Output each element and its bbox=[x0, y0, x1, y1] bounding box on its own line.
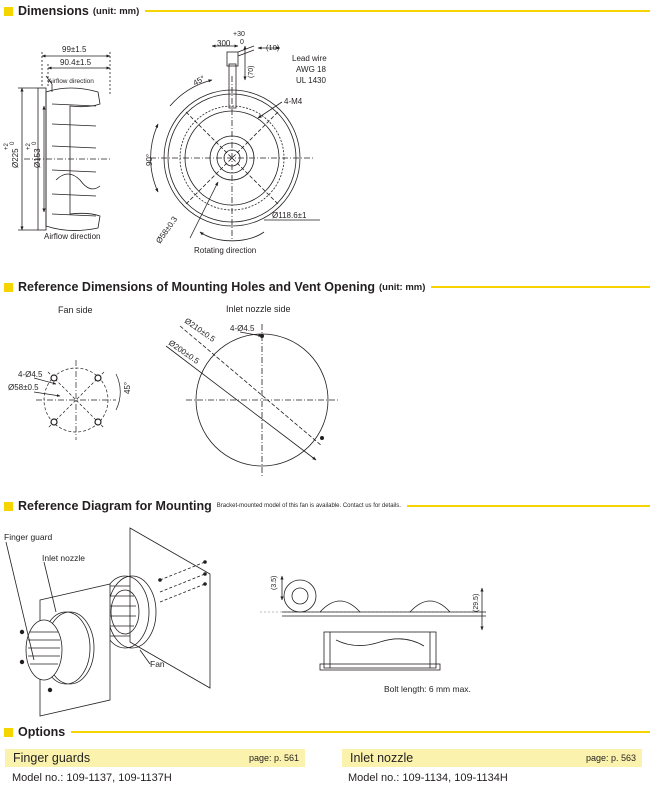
section-marker-square bbox=[4, 282, 13, 292]
lead-10-label: (10) bbox=[266, 43, 280, 52]
section-header-reference-holes: Reference Dimensions of Mounting Holes a… bbox=[4, 278, 650, 296]
option-finger-guards[interactable]: Finger guards page: p. 561 bbox=[5, 749, 305, 767]
section-header-options: Options bbox=[4, 723, 650, 741]
lead-wire-label-3: UL 1430 bbox=[296, 76, 327, 85]
fan-angle-label: 45° bbox=[123, 382, 132, 394]
fan-side-label: Fan side bbox=[58, 305, 93, 315]
option-title: Finger guards bbox=[13, 751, 91, 765]
rotating-direction-label: Rotating direction bbox=[194, 246, 256, 255]
technical-drawings: 99±1.5 90.4±1.5 Airflow direction Ø225 +… bbox=[4, 31, 486, 717]
outer-tolerance-plus: +2 bbox=[4, 142, 10, 150]
section-marker-square bbox=[4, 501, 13, 511]
section-title: Dimensions bbox=[18, 4, 89, 18]
bolt-length-label: Bolt length: 6 mm max. bbox=[384, 684, 471, 694]
section-title: Reference Diagram for Mounting bbox=[18, 499, 212, 513]
holes-4m4-label: 4-M4 bbox=[284, 97, 303, 106]
inner-diameter-label: Ø153 bbox=[33, 148, 42, 168]
dim-295-label: (29.5) bbox=[473, 594, 480, 612]
width-body-label: 90.4±1.5 bbox=[60, 58, 92, 67]
outer-tolerance-minus: 0 bbox=[10, 141, 16, 145]
fan-front-view bbox=[150, 44, 320, 242]
inner-tolerance-minus: 0 bbox=[32, 141, 38, 145]
inlet-nozzle-label: Inlet nozzle bbox=[42, 553, 85, 563]
lead-70-label: (70) bbox=[248, 66, 255, 78]
airflow-direction-bottom-label: Airflow direction bbox=[44, 232, 100, 241]
finger-guard-label: Finger guard bbox=[4, 532, 52, 542]
option-page-reference[interactable]: page: p. 563 bbox=[585, 753, 636, 763]
section-rule bbox=[71, 731, 650, 733]
inner-tolerance-plus: +2 bbox=[26, 142, 32, 150]
section-unit: (unit: mm) bbox=[92, 5, 140, 17]
lead-300-label: 300 bbox=[217, 39, 231, 48]
section-title: Options bbox=[18, 725, 66, 739]
dia-58-label: Ø58±0.3 bbox=[154, 214, 179, 245]
inlet-holes-label: 4-Ø4.5 bbox=[230, 324, 255, 333]
option-title: Inlet nozzle bbox=[350, 751, 414, 765]
inlet-nozzle-hole-pattern bbox=[165, 324, 338, 476]
section-marker-square bbox=[4, 6, 13, 16]
fan-side-holes bbox=[50, 374, 102, 426]
section-header-reference-mounting: Reference Diagram for Mounting Bracket-m… bbox=[4, 497, 650, 515]
option-inlet-nozzle[interactable]: Inlet nozzle page: p. 563 bbox=[342, 749, 642, 767]
angle-45-label: 45° bbox=[192, 74, 207, 88]
width-overall-label: 99±1.5 bbox=[62, 45, 87, 54]
mounting-cross-section bbox=[260, 575, 486, 671]
inlet-side-label: Inlet nozzle side bbox=[226, 304, 291, 314]
fan-dia-label: Ø58±0.5 bbox=[8, 383, 39, 392]
section-rule bbox=[431, 286, 650, 288]
lead-wire-label-1: Lead wire bbox=[292, 54, 327, 63]
fan-side-hole-pattern bbox=[33, 360, 121, 440]
outer-diameter-label: Ø225 bbox=[11, 148, 20, 168]
section-title: Reference Dimensions of Mounting Holes a… bbox=[18, 280, 375, 294]
fan-label: Fan bbox=[150, 659, 165, 669]
section-note: Bracket-mounted model of this fan is ava… bbox=[216, 503, 401, 509]
dim-35-label: (3.5) bbox=[271, 576, 278, 590]
inlet-dia-210-label: Ø210±0.5 bbox=[183, 316, 217, 344]
fan-side-view bbox=[18, 52, 112, 231]
option-page-reference[interactable]: page: p. 561 bbox=[248, 753, 299, 763]
section-header-dimensions: Dimensions (unit: mm) bbox=[4, 2, 650, 20]
dia-118-label: Ø118.6±1 bbox=[272, 211, 307, 220]
option-model-number: Model no.: 109-1134, 109-1134H bbox=[348, 772, 508, 784]
inlet-dia-200-label: Ø200±0.5 bbox=[167, 338, 201, 366]
section-unit: (unit: mm) bbox=[378, 281, 426, 293]
mounting-screws bbox=[19, 560, 207, 693]
angle-90-label: 90° bbox=[145, 154, 154, 166]
lead-tolerance-minus: 0 bbox=[240, 39, 244, 46]
section-rule bbox=[406, 505, 650, 507]
lead-wire-label-2: AWG 18 bbox=[296, 65, 326, 74]
lead-tolerance-plus: +30 bbox=[233, 31, 245, 38]
fan-holes-label: 4-Ø4.5 bbox=[18, 370, 43, 379]
airflow-direction-top-label: Airflow direction bbox=[48, 78, 94, 85]
section-rule bbox=[145, 10, 650, 12]
mounting-exploded-view bbox=[5, 527, 211, 717]
inlet-nozzle-holes bbox=[260, 334, 324, 440]
section-marker-square bbox=[4, 727, 13, 737]
option-model-number: Model no.: 109-1137, 109-1137H bbox=[12, 772, 172, 784]
